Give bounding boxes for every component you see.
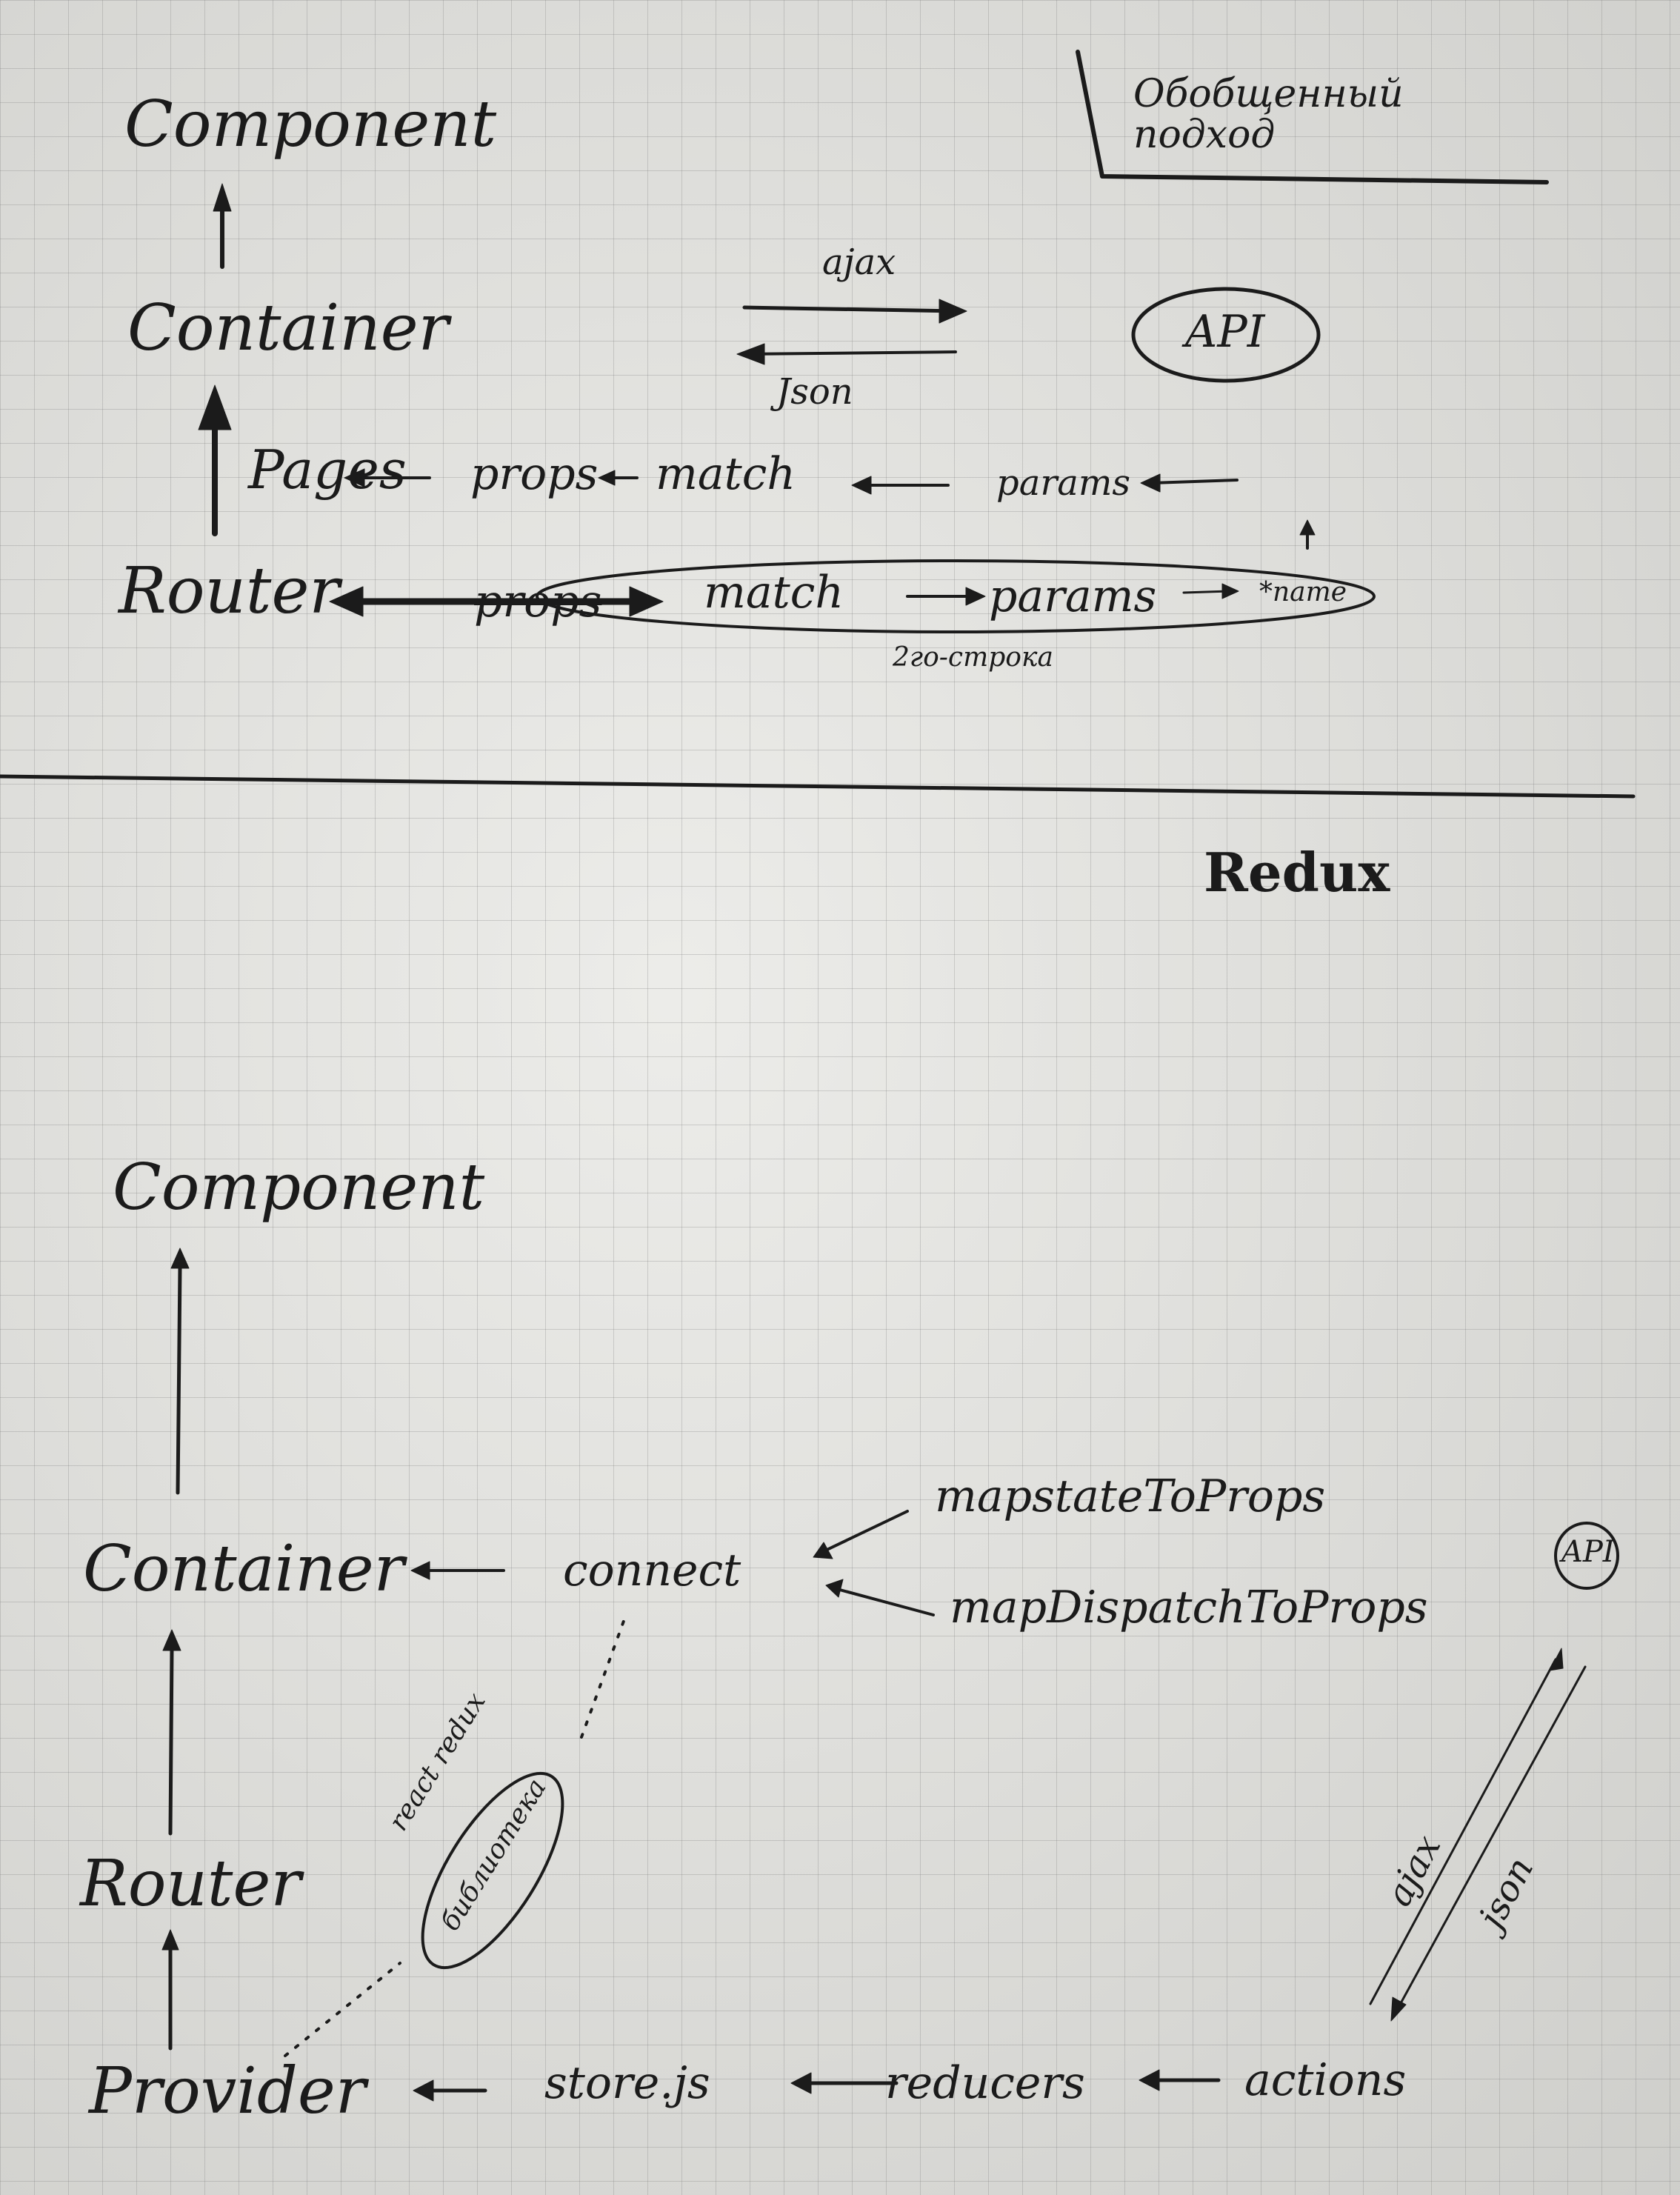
arrow-mapdispatch-to-connect [836, 1588, 935, 1616]
api-circle-bottom [1554, 1522, 1619, 1590]
header-title: Обобщенный подход [1133, 72, 1404, 157]
arrow-name-to-params [1150, 479, 1239, 484]
top-ajax-label: ajax [822, 242, 896, 283]
header-bracket [1076, 50, 1549, 184]
top-router-label: Router [119, 554, 340, 628]
connect-label: connect [563, 1545, 741, 1596]
arrow-mapstate-to-connect [821, 1510, 909, 1553]
page-row-params: params [996, 462, 1131, 504]
page-row-match: match [656, 448, 796, 500]
arrow-router-to-container-redux [168, 1646, 174, 1836]
arrow-json-from-api [1395, 1665, 1587, 2013]
dotted-react-redux-to-connect [580, 1613, 627, 1739]
page-row-props: props [470, 448, 599, 500]
arrow-ajax [742, 305, 958, 313]
redux-container-label: Container [83, 1532, 404, 1606]
react-redux-oval [421, 1771, 564, 1970]
router-row-props: props [474, 576, 602, 627]
match-oval [536, 559, 1376, 633]
mapdispatch-label: mapDispatchToProps [950, 1582, 1428, 1633]
dotted-provider-to-react-redux [284, 1962, 401, 2057]
store-label: store.js [544, 2057, 710, 2109]
router-row-params: params [989, 570, 1157, 622]
mapstate-label: mapstateToProps [935, 1470, 1326, 1522]
redux-api-label: API [1561, 1535, 1615, 1569]
redux-component-label: Component [113, 1150, 485, 1225]
provider-label: Provider [89, 2054, 366, 2128]
api-circle-top [1131, 287, 1321, 383]
arrow-container-to-component-redux [176, 1265, 182, 1495]
arrow-json [747, 350, 957, 356]
actions-label: actions [1244, 2054, 1407, 2106]
section-divider [0, 774, 1636, 799]
router-row-name: *name [1259, 577, 1347, 607]
router-row-caption: 2го-строка [893, 642, 1053, 673]
redux-router-label: Router [80, 1847, 301, 1921]
pages-label: Pages [248, 439, 407, 501]
top-json-label: Json [776, 371, 853, 413]
redux-title: Redux [1204, 841, 1390, 904]
arrow-ajax-to-api [1369, 1658, 1557, 2005]
router-row-match: match [704, 567, 844, 619]
top-container-label: Container [127, 291, 449, 365]
top-component-label: Component [124, 87, 497, 161]
reducers-label: reducers [885, 2057, 1085, 2109]
top-api-label: API [1185, 306, 1265, 358]
